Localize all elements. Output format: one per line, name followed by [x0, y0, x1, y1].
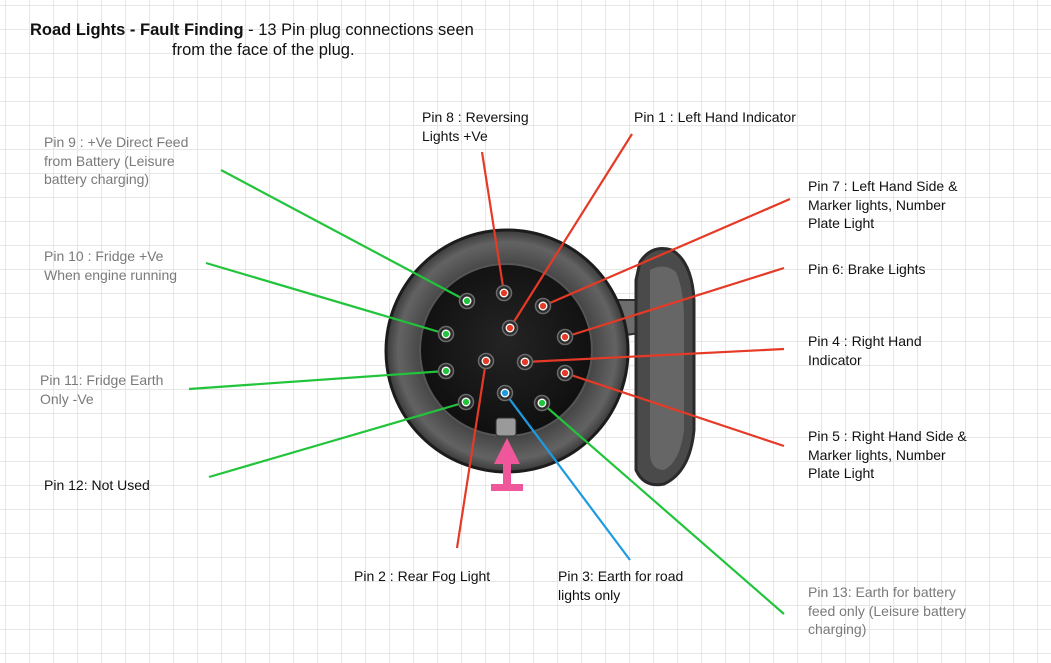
pin-marker-9 [462, 296, 472, 306]
title-bold-2: Fault Finding [140, 21, 244, 39]
title-bold-1: Road Lights - [30, 21, 140, 39]
pin-marker-3 [500, 388, 510, 398]
wire-pin1 [509, 133, 633, 329]
pin-marker-12 [461, 397, 471, 407]
pin-marker-5 [560, 368, 570, 378]
wire-pin11 [188, 369, 447, 391]
label-pin10: Pin 10 : Fridge +Ve When engine running [44, 248, 178, 283]
wire-pin2 [455, 360, 488, 549]
wire-pin13 [541, 402, 785, 615]
diagram-title: Road Lights - Fault Finding - 13 Pin plu… [30, 20, 550, 60]
label-pin12: Pin 12: Not Used [44, 477, 150, 493]
wire-pin8 [480, 151, 506, 294]
label-pin8: Pin 8 : Reversing Lights +Ve [422, 109, 529, 144]
label-pin9: Pin 9 : +Ve Direct Feed from Battery (Le… [44, 134, 189, 187]
pin-marker-11 [441, 366, 451, 376]
wire-pin5 [564, 371, 785, 448]
label-pin13: Pin 13: Earth for battery feed only (Lei… [808, 584, 966, 637]
pin-marker-6 [560, 332, 570, 342]
pin-group [437, 284, 574, 412]
wire-pin10 [205, 261, 447, 336]
label-pin6: Pin 6: Brake Lights [808, 261, 926, 277]
label-pin3: Pin 3: Earth for road lights only [558, 568, 684, 603]
pin-marker-4 [520, 357, 530, 367]
wire-pin3 [504, 392, 631, 561]
label-pin5: Pin 5 : Right Hand Side & Marker lights,… [808, 428, 967, 481]
pin-marker-1 [505, 323, 515, 333]
wire-pin6 [564, 266, 785, 339]
wire-group [188, 133, 791, 615]
wire-pin12 [208, 400, 467, 479]
title-rest: - 13 Pin plug connections seen [243, 21, 474, 39]
label-pin11: Pin 11: Fridge Earth Only -Ve [40, 372, 164, 407]
wire-pin7 [542, 197, 791, 308]
pin-marker-2 [481, 356, 491, 366]
orientation-arrow-icon [491, 438, 523, 491]
pin-marker-10 [441, 329, 451, 339]
pin-marker-8 [499, 288, 509, 298]
wire-pin4 [524, 347, 785, 364]
pin-marker-13 [537, 398, 547, 408]
label-pin2: Pin 2 : Rear Fog Light [354, 568, 491, 584]
plug-housing [384, 228, 696, 487]
pin-marker-7 [538, 301, 548, 311]
label-pin1: Pin 1 : Left Hand Indicator [634, 109, 796, 125]
label-pin4: Pin 4 : Right Hand Indicator [808, 333, 922, 368]
wire-pin9 [220, 169, 468, 302]
title-line2: from the face of the plug. [172, 41, 355, 59]
label-pin7: Pin 7 : Left Hand Side & Marker lights, … [808, 178, 958, 231]
